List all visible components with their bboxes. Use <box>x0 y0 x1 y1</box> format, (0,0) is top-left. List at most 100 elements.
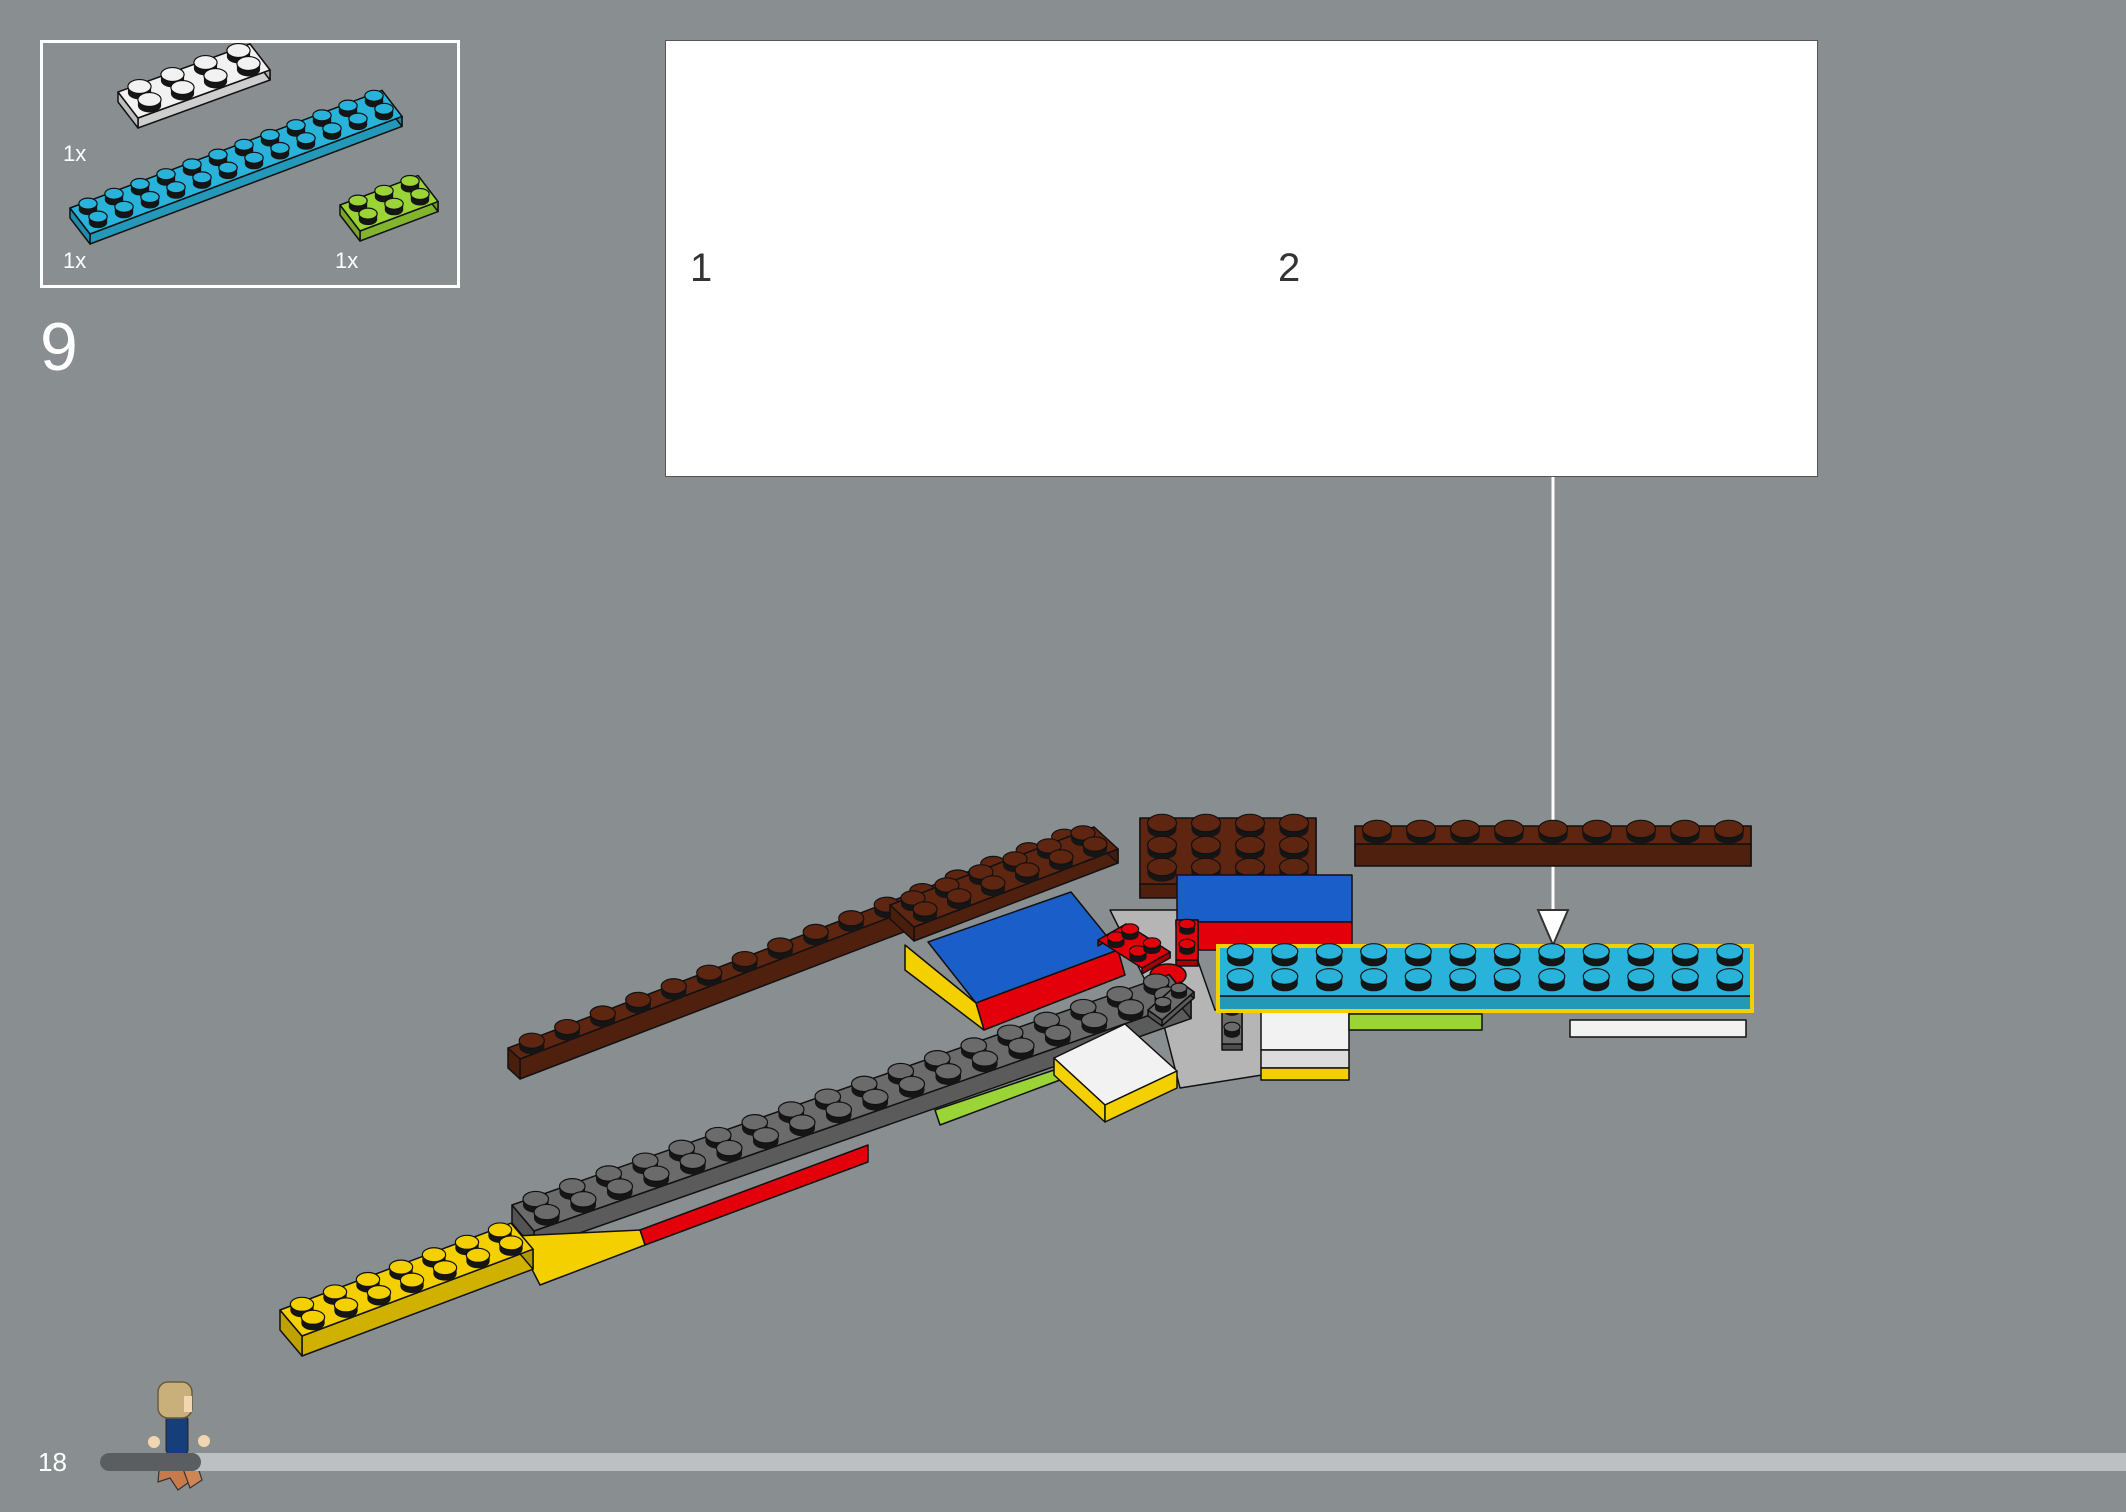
stud <box>934 1063 962 1080</box>
stud <box>218 161 238 174</box>
stud <box>355 1271 381 1288</box>
stud <box>887 1062 915 1080</box>
minifig-hand <box>148 1436 160 1448</box>
stud <box>1146 835 1178 855</box>
stud <box>1014 862 1040 878</box>
stud <box>533 1203 561 1221</box>
stud <box>1178 938 1196 950</box>
stud <box>114 200 134 213</box>
page-number: 18 <box>38 1447 67 1477</box>
stud <box>606 1178 634 1195</box>
stud <box>1146 857 1178 877</box>
stud <box>1069 998 1097 1016</box>
stud <box>554 1018 581 1036</box>
stud <box>1007 1037 1035 1054</box>
stud <box>668 1139 696 1157</box>
stud <box>1404 943 1432 960</box>
stud <box>912 901 938 917</box>
stud <box>498 1235 524 1251</box>
stud <box>1226 968 1254 985</box>
stud <box>1142 937 1162 949</box>
stud <box>802 923 829 941</box>
stud <box>1449 819 1481 839</box>
stud <box>731 950 758 968</box>
stud <box>1178 918 1196 930</box>
stud <box>1493 943 1521 960</box>
stud <box>1315 968 1343 985</box>
stud <box>704 1126 732 1144</box>
stud <box>333 1297 359 1313</box>
stud <box>1538 943 1566 960</box>
stud <box>88 210 108 223</box>
stud <box>898 1075 926 1093</box>
stud <box>838 910 865 927</box>
part-quantity: 1x <box>63 248 87 273</box>
brown-plate <box>889 825 1119 942</box>
red-plate <box>1175 918 1199 967</box>
stud <box>192 171 212 184</box>
stud <box>1625 819 1657 839</box>
blue-tile <box>1176 874 1353 923</box>
stud <box>1449 968 1477 985</box>
stud <box>752 1127 780 1144</box>
stud <box>1223 1021 1241 1033</box>
stud <box>996 1024 1024 1041</box>
stud <box>421 1247 447 1263</box>
red-plate <box>1097 923 1171 975</box>
stud <box>741 1114 769 1131</box>
stud <box>814 1088 842 1105</box>
plate-face <box>1217 995 1753 1012</box>
stud <box>432 1260 458 1276</box>
minifig-torso <box>165 1415 189 1455</box>
minifig-hand <box>198 1435 210 1447</box>
stud <box>1106 986 1134 1003</box>
plate-face <box>1354 843 1752 867</box>
stud <box>1278 835 1310 855</box>
stud <box>348 112 368 125</box>
minifigure-icon <box>148 1381 210 1491</box>
stud <box>270 141 290 155</box>
stud <box>1493 968 1521 985</box>
stud <box>1716 968 1744 985</box>
stud <box>825 1101 853 1118</box>
stud <box>1271 968 1299 985</box>
stud <box>410 187 430 201</box>
stud <box>226 42 251 59</box>
stud <box>399 1272 425 1288</box>
stud <box>1671 968 1699 985</box>
stud <box>400 174 420 188</box>
stud <box>1271 943 1299 960</box>
stud <box>1170 982 1188 994</box>
stud <box>696 964 723 981</box>
stud <box>1033 1011 1061 1029</box>
stud <box>236 55 261 72</box>
dark-gray-plate <box>1147 981 1195 1027</box>
stud <box>777 1101 805 1118</box>
brown-plate <box>1354 819 1752 867</box>
stud <box>1537 819 1569 839</box>
stud <box>660 978 687 995</box>
minifig-face <box>184 1396 192 1412</box>
white-strip <box>1569 1019 1747 1038</box>
lime-strip <box>1348 1013 1483 1031</box>
stud <box>631 1152 659 1169</box>
stud <box>642 1165 670 1182</box>
stud <box>130 177 150 191</box>
sub-assembly-panel: 1 2 <box>665 40 1818 477</box>
stud <box>358 207 378 220</box>
stud <box>193 54 218 71</box>
stud <box>203 67 228 84</box>
stud <box>1048 849 1074 865</box>
part-azure-plate-2x12 <box>69 89 403 245</box>
stud <box>569 1191 597 1208</box>
progress-bar <box>100 1453 2126 1471</box>
stud <box>364 89 384 102</box>
stud <box>1117 999 1145 1016</box>
stud <box>1581 819 1613 839</box>
stud <box>137 91 162 108</box>
stud <box>1493 819 1525 839</box>
stud <box>366 1284 392 1301</box>
stud <box>182 158 202 171</box>
plate-face <box>1221 1043 1243 1051</box>
yellow-tile <box>1260 1067 1350 1081</box>
